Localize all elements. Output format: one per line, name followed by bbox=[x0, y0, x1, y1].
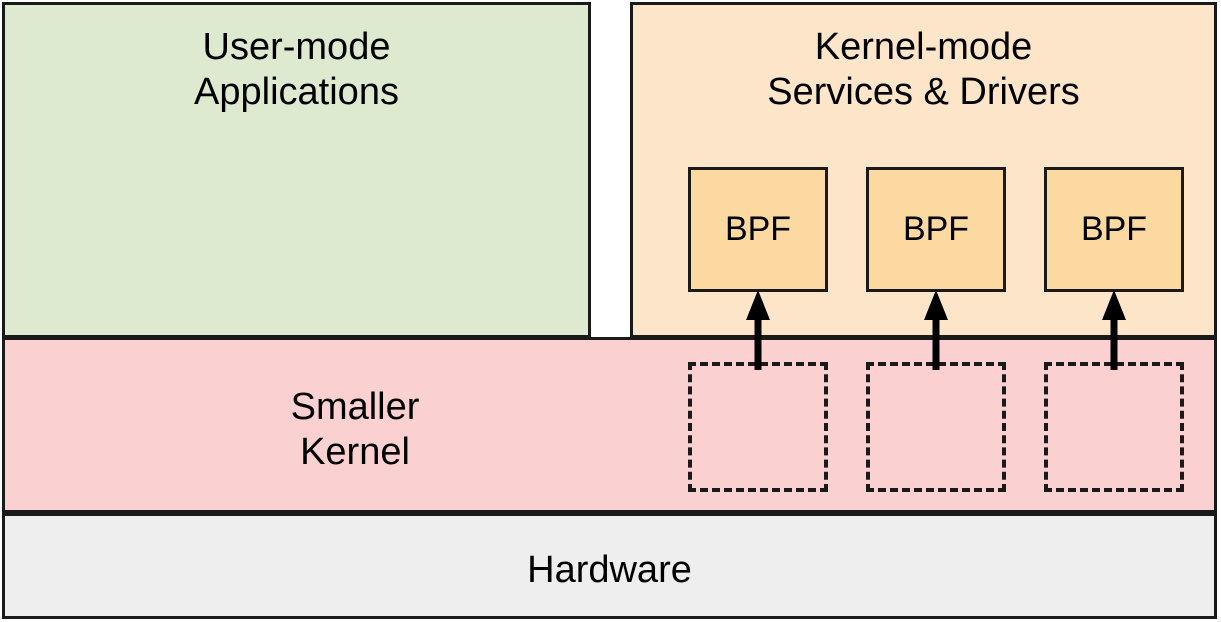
kernel-slot-1 bbox=[688, 362, 828, 492]
kernel-slot-2 bbox=[866, 362, 1006, 492]
kernel-mode-services-drivers-label: Kernel-mode Services & Drivers bbox=[767, 26, 1080, 113]
bpf-program-box-2: BPF bbox=[866, 167, 1006, 292]
arrow-kernel-slot-3-to-bpf-3 bbox=[1102, 290, 1126, 370]
kernel-slot-3 bbox=[1044, 362, 1184, 492]
bpf-program-label-2: BPF bbox=[902, 210, 970, 248]
bpf-program-box-3: BPF bbox=[1044, 167, 1184, 292]
hardware-label: Hardware bbox=[527, 549, 692, 591]
user-mode-applications-panel: User-mode Applications bbox=[2, 2, 591, 338]
arrow-kernel-slot-1-to-bpf-1 bbox=[746, 290, 770, 370]
bpf-program-label-3: BPF bbox=[1080, 210, 1148, 248]
bpf-program-label-1: BPF bbox=[724, 210, 792, 248]
user-mode-applications-label: User-mode Applications bbox=[194, 26, 399, 113]
hardware-band: Hardware bbox=[2, 513, 1217, 619]
bpf-program-box-1: BPF bbox=[688, 167, 828, 292]
arrow-kernel-slot-2-to-bpf-2 bbox=[924, 290, 948, 370]
smaller-kernel-label: Smaller Kernel bbox=[290, 386, 420, 473]
smaller-kernel-band: Smaller Kernel bbox=[2, 337, 1217, 513]
